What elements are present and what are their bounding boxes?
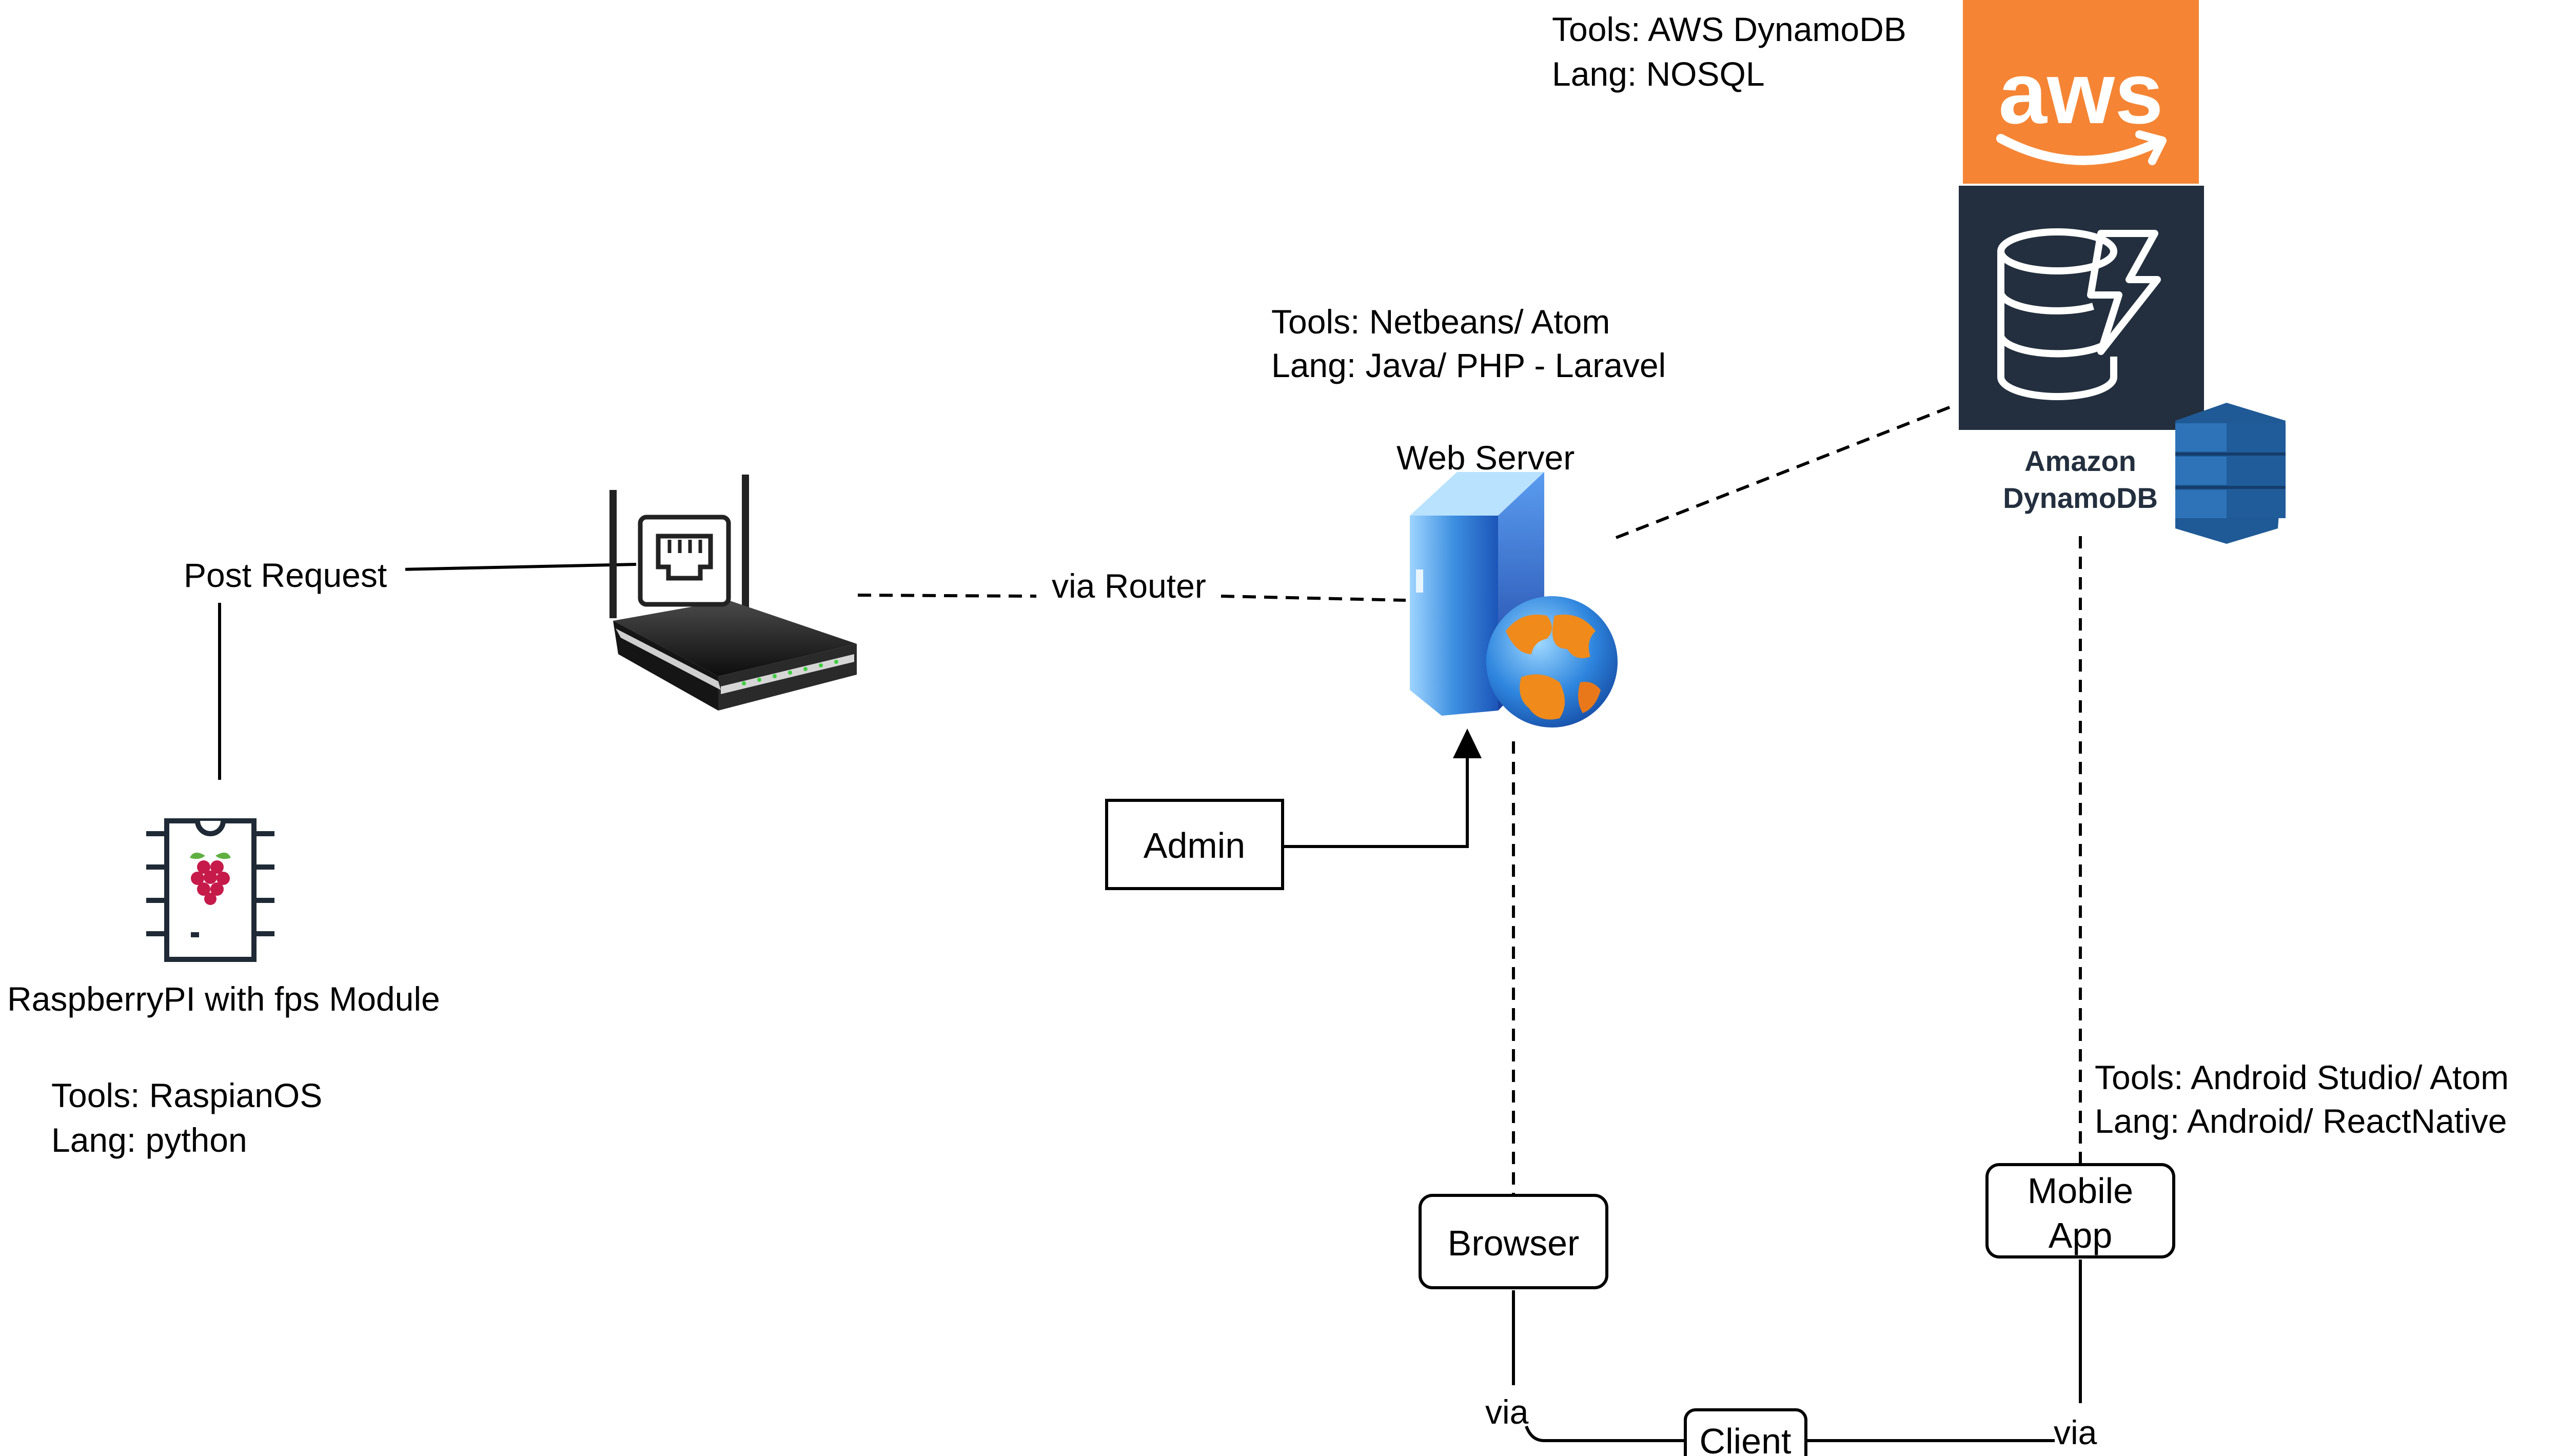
dynamodb-label-line1: Amazon <box>2024 445 2136 477</box>
browser-box[interactable]: Browser <box>1419 1194 1608 1289</box>
text-labels: Post Request via Router Web Server Raspb… <box>7 10 2509 1451</box>
ethernet-port-icon <box>638 515 731 607</box>
router-to-server-dashed <box>857 594 1037 598</box>
server-to-db-dashed <box>1615 404 1956 539</box>
label-to-router-line <box>400 563 637 571</box>
aws-logo: aws <box>1963 0 2199 184</box>
raspberry-icon <box>190 852 231 905</box>
rpi-tools: Tools: RaspianOS <box>51 1076 322 1114</box>
mobile-lang: Lang: Android/ ReactNative <box>2095 1102 2507 1140</box>
aws-lang: Lang: NOSQL <box>1552 55 1765 93</box>
browser-label: Browser <box>1448 1223 1580 1263</box>
client-box[interactable]: Client <box>1684 1408 1807 1456</box>
browser-to-client-line <box>1525 1425 1685 1442</box>
admin-arrow-head <box>1453 729 1482 758</box>
mobile-tools: Tools: Android Studio/ Atom <box>2095 1058 2509 1096</box>
router-to-server-dashed-2 <box>1221 595 1406 602</box>
dynamodb-icon: Amazon DynamoDB <box>1959 186 2204 514</box>
via-left-label: via <box>1485 1393 1529 1431</box>
wireless-router-icon <box>609 475 857 711</box>
raspberry-pi-chip-icon <box>146 818 274 962</box>
web-server-label: Web Server <box>1396 439 1575 477</box>
dynamodb-label-line2: DynamoDB <box>2003 482 2158 514</box>
admin-to-server-line <box>1283 746 1469 848</box>
client-label: Client <box>1700 1421 1792 1456</box>
mobile-label-line2: App <box>2049 1215 2113 1255</box>
aws-wordmark: aws <box>1998 45 2163 142</box>
rpi-lang: Lang: python <box>51 1121 247 1159</box>
web-tools: Tools: Netbeans/ Atom <box>1271 303 1610 341</box>
connectors <box>218 404 2082 1442</box>
mobile-app-box[interactable]: Mobile App <box>1985 1163 2175 1258</box>
mobile-label-line1: Mobile <box>2028 1171 2133 1211</box>
dynamodb-stack-icon <box>2175 403 2286 544</box>
via-right-label: via <box>2054 1413 2097 1451</box>
web-lang: Lang: Java/ PHP - Laravel <box>1271 346 1666 384</box>
admin-label: Admin <box>1144 825 1245 865</box>
rpi-caption: RaspberryPI with fps Module <box>7 980 440 1018</box>
post-request-label: Post Request <box>184 556 387 594</box>
web-server-globe-icon <box>1410 472 1618 727</box>
via-router-label: via Router <box>1052 567 1206 605</box>
admin-box[interactable]: Admin <box>1105 799 1284 890</box>
aws-tools: Tools: AWS DynamoDB <box>1552 10 1906 48</box>
